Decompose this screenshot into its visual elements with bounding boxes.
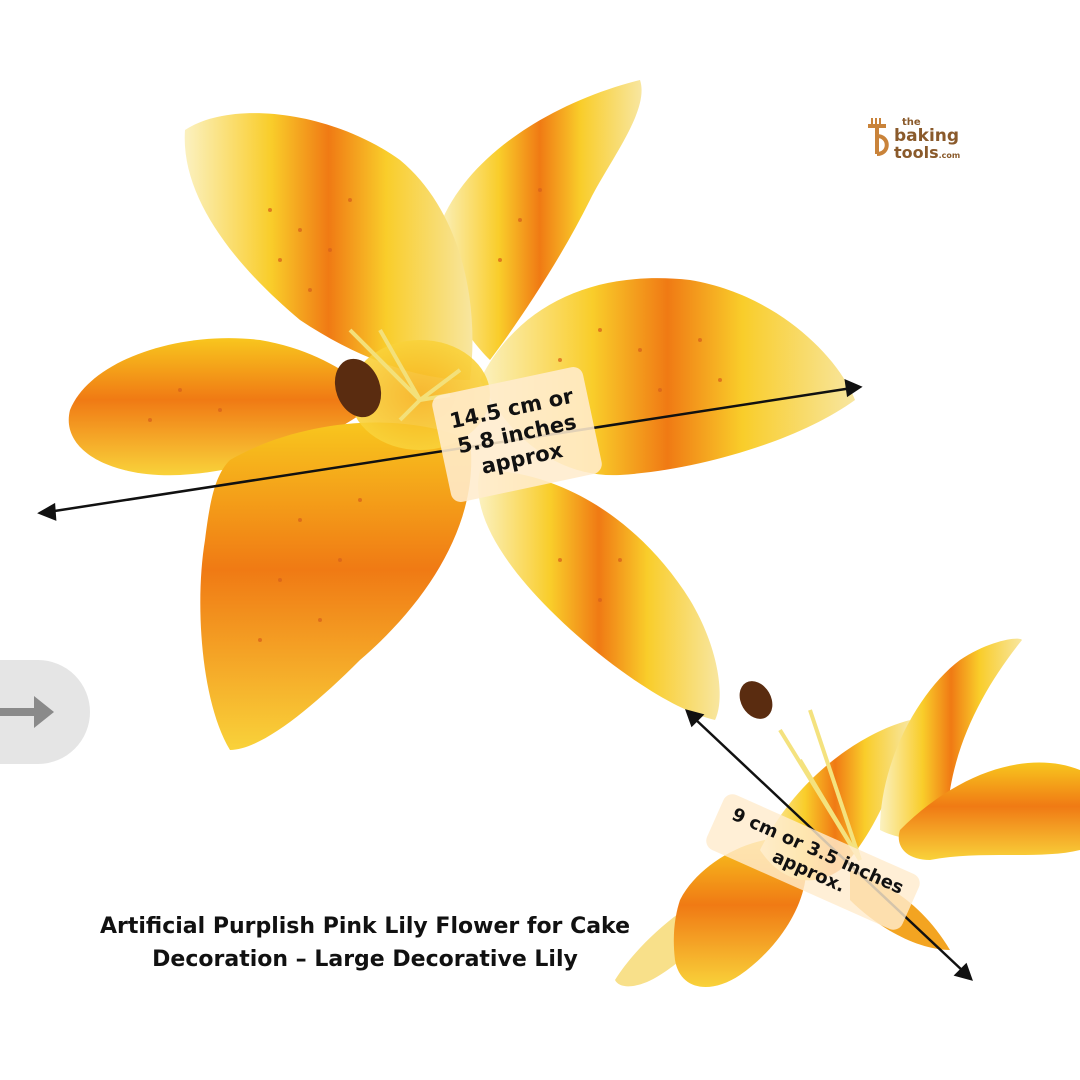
brand-com: .com — [938, 151, 961, 160]
brand-logo[interactable]: the baking tools.com — [862, 112, 972, 164]
brand-baking: baking — [894, 126, 960, 146]
caption-line-1: Artificial Purplish Pink Lily Flower for… — [99, 914, 631, 939]
caption-line-2: Decoration – Large Decorative Lily — [152, 947, 578, 972]
brand-name: the baking tools.com — [894, 118, 960, 161]
arrow-right-icon — [0, 696, 54, 728]
brand-the: the — [902, 117, 921, 128]
brand-tools: tools — [894, 143, 939, 162]
baking-tools-logo-icon — [868, 118, 889, 156]
product-caption: Artificial Purplish Pink Lily Flower for… — [80, 910, 650, 976]
next-image-button[interactable] — [0, 660, 90, 764]
